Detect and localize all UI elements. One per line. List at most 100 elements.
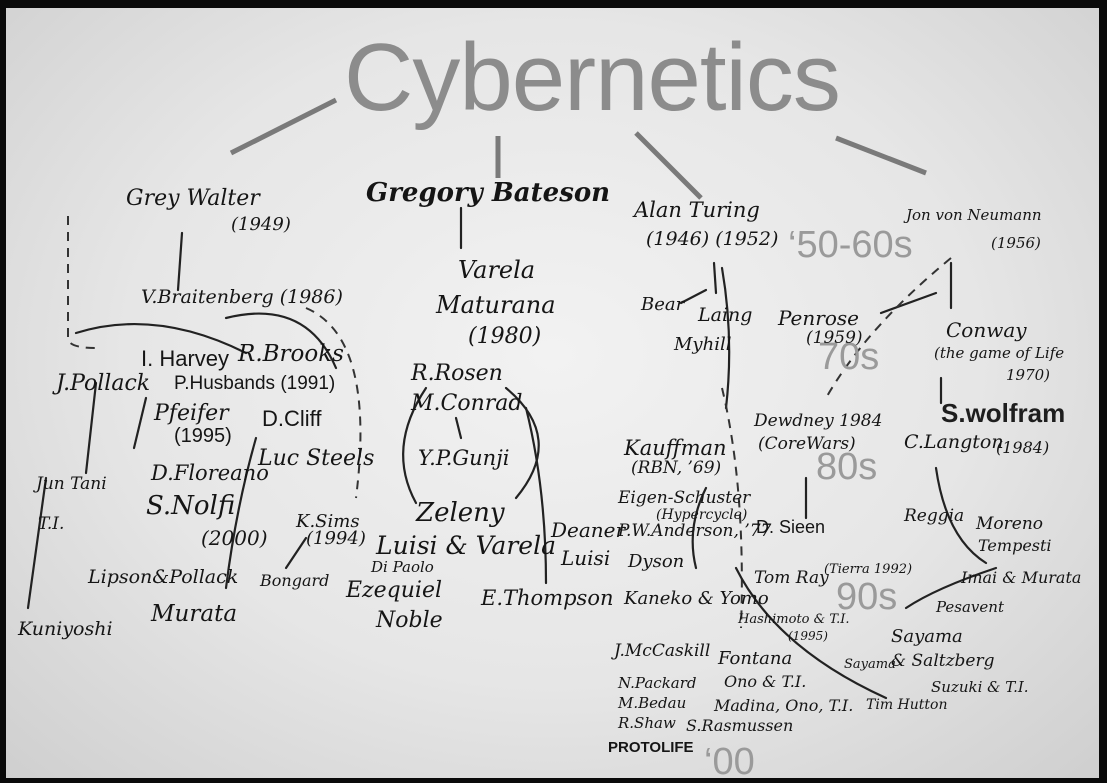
name-floreano: D.Floreano bbox=[151, 461, 269, 485]
name-grey-walter: Grey Walter bbox=[126, 186, 260, 211]
name-saltzberg: & Saltzberg bbox=[891, 651, 995, 671]
line-neumann-penrose bbox=[879, 291, 938, 315]
era-label-00s: ‘00 bbox=[704, 741, 755, 778]
line-pollack-tani bbox=[84, 381, 98, 475]
arrow-to-neumann bbox=[835, 135, 927, 176]
name-sims: K.Sims bbox=[296, 511, 360, 532]
name-madina: Madina, Ono, T.I. bbox=[714, 696, 854, 715]
line-braitenberg-sims bbox=[305, 307, 362, 499]
name-sieen: D. Sieen bbox=[756, 517, 826, 537]
year-penrose: (1959) bbox=[806, 328, 863, 348]
name-alan-turing: Alan Turing bbox=[634, 198, 760, 222]
name-fontana: Fontana bbox=[718, 648, 793, 669]
name-dyson: Dyson bbox=[628, 551, 685, 572]
line-imai-sayama bbox=[904, 566, 998, 610]
name-tani: Jun Tani bbox=[36, 474, 107, 494]
name-hashimoto: Hashimoto & T.I. bbox=[738, 612, 850, 627]
page-title: Cybernetics bbox=[344, 24, 841, 131]
name-gunji: Y.P.Gunji bbox=[418, 446, 510, 470]
note-kauffman: (RBN, ’69) bbox=[631, 458, 722, 478]
line-conrad-gunji bbox=[454, 416, 463, 440]
name-eigen-schuster: Eigen-Schuster bbox=[618, 488, 751, 508]
name-maturana: Maturana bbox=[436, 291, 556, 319]
name-harvey: I. Harvey bbox=[141, 346, 230, 371]
name-thompson: E.Thompson bbox=[481, 586, 614, 610]
name-packard: N.Packard bbox=[618, 674, 697, 692]
name-sayama-2: Sayama bbox=[844, 657, 896, 672]
era-label-50s: ‘50-60s bbox=[788, 224, 913, 266]
name-lipson-pollack: Lipson&Pollack bbox=[88, 566, 239, 588]
name-rosen: R.Rosen bbox=[411, 361, 503, 386]
line-walter-braitenberg bbox=[176, 231, 184, 292]
name-bear: Bear bbox=[641, 294, 685, 315]
name-ezequiel: Ezequiel bbox=[346, 578, 443, 603]
name-brooks: R.Brooks bbox=[238, 341, 344, 367]
name-conway: Conway bbox=[946, 318, 1027, 342]
line-laing-kauffman bbox=[720, 266, 731, 410]
name-murata: Murata bbox=[151, 601, 238, 627]
name-anderson: P.W.Anderson, ’77 bbox=[618, 521, 772, 541]
name-husbands: P.Husbands (1991) bbox=[174, 373, 336, 394]
note-hypercycle: (Hypercycle) bbox=[656, 507, 748, 523]
line-tani-kuniyoshi bbox=[26, 476, 48, 610]
line-conrad-zeleny bbox=[504, 386, 540, 500]
name-rasmussen: S.Rasmussen bbox=[686, 716, 794, 735]
name-hutton: Tim Hutton bbox=[866, 697, 948, 713]
name-di-paolo: Di Paolo bbox=[371, 558, 434, 576]
name-gregory-bateson: Gregory Bateson bbox=[366, 178, 611, 208]
name-braitenberg: V.Braitenberg (1986) bbox=[141, 286, 343, 308]
line-kauffman-dyson bbox=[691, 486, 708, 570]
note-corewars: (CoreWars) bbox=[758, 434, 856, 454]
note-tierra: (Tierra 1992) bbox=[824, 562, 913, 577]
name-reggia: Reggia bbox=[904, 506, 965, 526]
name-tom-ray: Tom Ray bbox=[754, 568, 829, 588]
name-kaneko-yomo: Kaneko & Yomo bbox=[624, 588, 769, 609]
name-wolfram: S.wolfram bbox=[941, 398, 1066, 428]
name-penrose: Penrose bbox=[778, 306, 859, 330]
line-sims-bongard bbox=[284, 536, 308, 570]
line-to-hutton bbox=[734, 566, 888, 700]
line-neumann-dewdney bbox=[825, 257, 952, 399]
name-deaner: Deaner bbox=[551, 518, 626, 542]
year-maturana: (1980) bbox=[468, 324, 542, 349]
year-hashimoto: (1995) bbox=[788, 629, 828, 643]
year-walter: (1949) bbox=[231, 214, 291, 235]
name-ono: Ono & T.I. bbox=[724, 672, 807, 691]
line-rosen-zeleny bbox=[402, 386, 428, 505]
name-pesavent: Pesavent bbox=[936, 598, 1004, 616]
line-cliff-murata bbox=[224, 436, 258, 590]
name-zeleny: Zeleny bbox=[416, 498, 505, 528]
name-pollack: J.Pollack bbox=[56, 371, 151, 396]
name-luisi-varela: Luisi & Varela bbox=[376, 531, 556, 560]
note-conway: (the game of Life bbox=[934, 344, 1065, 362]
name-tani-ti: T.I. bbox=[38, 514, 65, 534]
name-suzuki: Suzuki & T.I. bbox=[931, 678, 1029, 696]
name-langton: C.Langton bbox=[904, 431, 1004, 453]
line-turing-laing bbox=[712, 261, 718, 295]
name-kauffman: Kauffman bbox=[624, 436, 727, 460]
year-pfeifer: (1995) bbox=[174, 425, 232, 447]
name-luisi: Luisi bbox=[561, 546, 611, 570]
name-nolfi: S.Nolfi bbox=[146, 491, 236, 521]
line-laing-bear bbox=[679, 288, 708, 305]
name-noble: Noble bbox=[376, 608, 443, 633]
line-braitenberg-brooks bbox=[224, 312, 338, 370]
era-label-80s: 80s bbox=[816, 446, 878, 488]
era-label-70s: 70s bbox=[818, 336, 880, 378]
line-langton-imai bbox=[934, 466, 988, 565]
name-mccaskill: J.McCaskill bbox=[614, 641, 711, 661]
name-shaw: R.Shaw bbox=[618, 714, 676, 732]
arrow-to-walter bbox=[229, 97, 338, 156]
arrow-layer bbox=[26, 97, 998, 700]
line-pfeifer-floreano bbox=[132, 396, 148, 450]
name-sayama: Sayama bbox=[891, 626, 963, 647]
year-nolfi: (2000) bbox=[201, 526, 268, 550]
name-protolife: PROTOLIFE bbox=[608, 739, 694, 756]
year-sims: (1994) bbox=[306, 528, 366, 549]
name-varela: Varela bbox=[458, 256, 536, 284]
name-laing: Laing bbox=[698, 304, 753, 326]
name-cliff: D.Cliff bbox=[262, 406, 322, 431]
year-neumann: (1956) bbox=[991, 234, 1041, 252]
year-conway: 1970) bbox=[1006, 366, 1051, 384]
year-langton: (1984) bbox=[996, 438, 1050, 457]
